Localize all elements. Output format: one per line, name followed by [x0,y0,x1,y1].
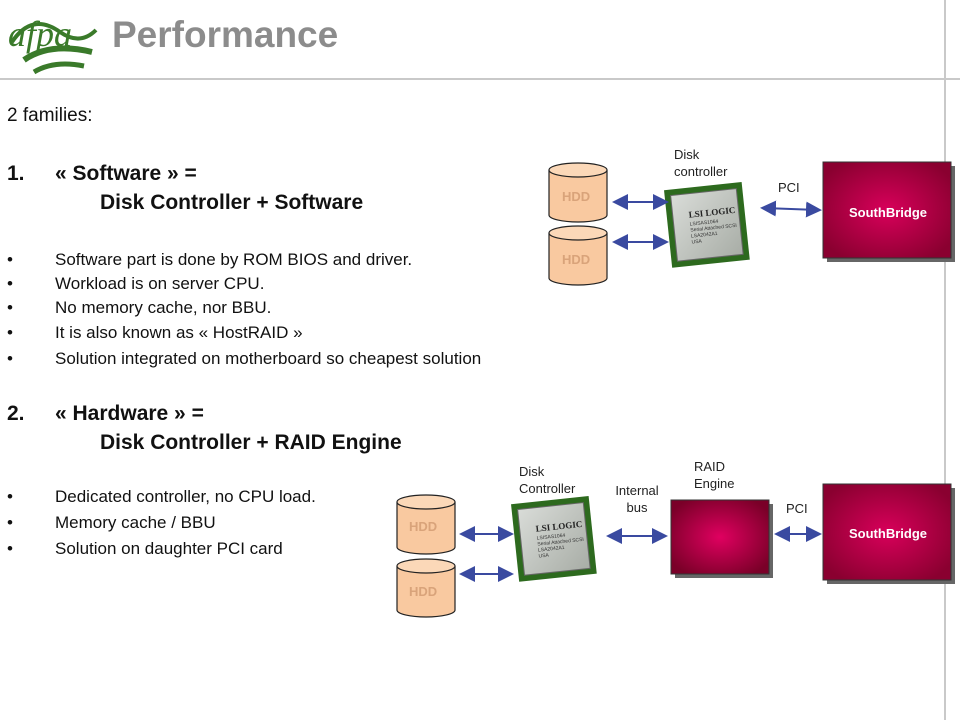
diagram2-raid-engine-box [670,499,770,575]
bullet-dot: • [7,513,13,532]
diagram2-hdd-bottom [396,558,456,618]
chip-line: Serial Attached SCSI [537,537,584,548]
right-divider [944,0,946,720]
logo-mark: afpa [8,14,98,75]
bullet-text: Dedicated controller, no CPU load. [55,487,316,506]
page-title: Performance [112,14,339,55]
title-divider [0,78,960,80]
chip-line: LSA2042A1 [538,545,565,554]
section2-number: 2. [7,402,25,425]
afpa-logo: afpa [4,2,100,82]
chip-line: USA [538,552,550,559]
diagram2-pci-label: PCI [786,501,808,516]
bullet-text: It is also known as « HostRAID » [55,323,303,342]
svg-text:afpa: afpa [8,14,72,54]
bullet-text: Workload is on server CPU. [55,274,265,293]
bullet-dot: • [7,323,13,342]
bullet-dot: • [7,274,13,293]
diagram2-raid-engine-label: RAID Engine [694,459,735,491]
diagram2-southbridge-label: SouthBridge [849,526,927,541]
diagram1-hdd-bottom-label: HDD [562,252,591,267]
diagram2-hdd-top-label: HDD [409,519,438,534]
bullet-dot: • [7,487,13,506]
bullet-dot: • [7,539,13,558]
section1-bullet-2: • Workload is on server CPU. [7,274,265,294]
diagram1-disk-controller-chip: LSI LOGIC LSISAS1064 Serial Attached SCS… [664,182,750,268]
diagram2-disk-controller-chip: LSI LOGIC LSISAS1064 Serial Attached SCS… [511,496,597,582]
diagram2-southbridge-box [822,483,952,581]
bullet-text: Software part is done by ROM BIOS and dr… [55,250,413,269]
bullet-text: Memory cache / BBU [55,513,216,532]
section1-bullet-4: • It is also known as « HostRAID » [7,323,303,343]
section2-bullet-1: • Dedicated controller, no CPU load. [7,487,316,507]
section2-subheading: Disk Controller + RAID Engine [100,431,402,454]
bullet-dot: • [7,349,13,368]
chip-brand: LSI LOGIC [535,519,583,534]
diagram1-hdd-top [548,162,608,223]
chip-line: LSISAS1064 [689,219,718,228]
bullet-text: Solution on daughter PCI card [55,539,283,558]
diagram2-hdd-bottom-label: HDD [409,584,438,599]
bullet-text: Solution integrated on motherboard so ch… [55,349,482,368]
chip-line: LSISAS1064 [536,533,565,542]
bullet-text: No memory cache, nor BBU. [55,298,272,317]
diagram1-hdd-bottom [548,225,608,286]
diagram2-hdd-top [396,494,456,555]
section1-bullet-5: • Solution integrated on motherboard so c… [7,349,482,369]
diagram1-hdd-top-label: HDD [562,189,591,204]
section1-heading: « Software » = [55,162,197,185]
chip-brand: LSI LOGIC [688,205,736,220]
chip-line: LSA2042A1 [691,231,718,240]
diagram1-southbridge-box [822,161,952,259]
diagram1-pci-label: PCI [778,180,800,195]
diagram1-disk-controller-label: Disk controller [674,147,728,179]
chip-line: USA [691,238,703,245]
bullet-dot: • [7,250,13,269]
section2-bullet-3: • Solution on daughter PCI card [7,539,283,559]
bullet-dot: • [7,298,13,317]
diagram1-southbridge-label: SouthBridge [849,205,927,220]
diagram1-arrow-pci [760,200,822,218]
section2-bullet-2: • Memory cache / BBU [7,513,216,533]
section1-bullet-1: • Software part is done by ROM BIOS and d… [7,250,413,270]
section1-bullet-3: • No memory cache, nor BBU. [7,298,272,318]
chip-line: Serial Attached SCSI [690,223,737,234]
section2-heading: « Hardware » = [55,402,204,425]
diagram2-disk-controller-label: Disk Controller [519,464,576,496]
section1-subheading: Disk Controller + Software [100,191,364,214]
intro-text: 2 families: [7,105,93,126]
section1-number: 1. [7,162,25,185]
diagram2-internal-bus-label: Internal bus [615,483,659,515]
